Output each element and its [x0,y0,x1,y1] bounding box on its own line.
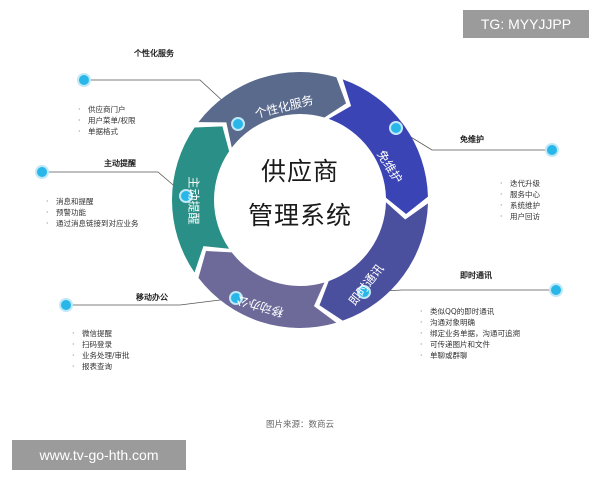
list-item: 单据格式 [78,126,136,137]
feature-title-individual-service: 个性化服务 [134,49,174,58]
dot-mobile-office-outer [59,298,73,312]
list-item: 用户菜单/权限 [78,115,136,126]
list-item: 系统维护 [500,200,540,211]
list-item: 消息和提醒 [46,196,139,207]
feature-title-mobile-office: 移动办公 [136,293,168,302]
feature-list-instant-messaging: 类似QQ的即时通讯 沟通对象明确 绑定业务单据，沟通可追溯 可传递图片和文件 单… [420,306,520,361]
list-item: 类似QQ的即时通讯 [420,306,520,317]
dot-maintenance-free-inner [389,121,403,135]
watermark-bottom: www.tv-go-hth.com [12,440,186,470]
dot-mobile-office-inner [229,291,243,305]
feature-title-instant-messaging: 即时通讯 [460,271,492,280]
list-item: 可传递图片和文件 [420,339,520,350]
list-item: 单聊或群聊 [420,350,520,361]
feature-list-active-reminder: 消息和提醒 预警功能 通过消息链接到对应业务 [46,196,139,229]
connector-individual-service [84,79,227,105]
list-item: 扫码登录 [72,339,130,350]
dot-individual-service-inner [231,117,245,131]
list-item: 报表查询 [72,361,130,372]
center-title: 供应商 管理系统 [232,150,368,238]
ring-segment-maintenance-free [328,79,428,214]
feature-list-individual-service: 供应商门户 用户菜单/权限 单据格式 [78,104,136,137]
feature-title-active-reminder: 主动提醒 [104,159,136,168]
list-item: 通过消息链接到对应业务 [46,218,139,229]
center-disk [216,116,384,284]
connector-mobile-office [66,297,237,306]
dot-active-reminder-inner [179,189,193,203]
watermark-top: TG: MYYJJPP [463,10,589,38]
connector-active-reminder [42,171,187,197]
list-item: 供应商门户 [78,104,136,115]
list-item: 业务处理/审批 [72,350,130,361]
ring-segment-active-reminder [171,126,230,273]
dot-individual-service-outer [77,73,91,87]
list-item: 预警功能 [46,207,139,218]
ring-segment-instant-messaging [319,202,428,321]
segment-label-active-reminder: 主动提醒 [186,176,201,225]
center-title-line-1: 供应商 [260,157,339,186]
center-title-line-2: 管理系统 [247,201,352,230]
dot-instant-messaging-outer [549,283,563,297]
list-item: 绑定业务单据，沟通可追溯 [420,328,520,339]
feature-list-mobile-office: 微信提醒 扫码登录 业务处理/审批 报表查询 [72,328,130,372]
connector-instant-messaging [363,289,556,293]
list-item: 沟通对象明确 [420,317,520,328]
feature-title-maintenance-free: 免维护 [460,135,484,144]
dot-instant-messaging-inner [357,285,371,299]
list-item: 迭代升级 [500,178,540,189]
list-item: 用户回访 [500,211,540,222]
image-source-caption: 图片来源：数商云 [265,420,334,430]
dot-maintenance-free-outer [545,143,559,157]
list-item: 微信提醒 [72,328,130,339]
ring-segment-mobile-office [198,251,337,328]
feature-list-maintenance-free: 迭代升级 服务中心 系统维护 用户回访 [500,178,540,222]
list-item: 服务中心 [500,189,540,200]
dot-active-reminder-outer [35,165,49,179]
connector-dots [35,73,563,312]
ring-segments [171,71,428,328]
